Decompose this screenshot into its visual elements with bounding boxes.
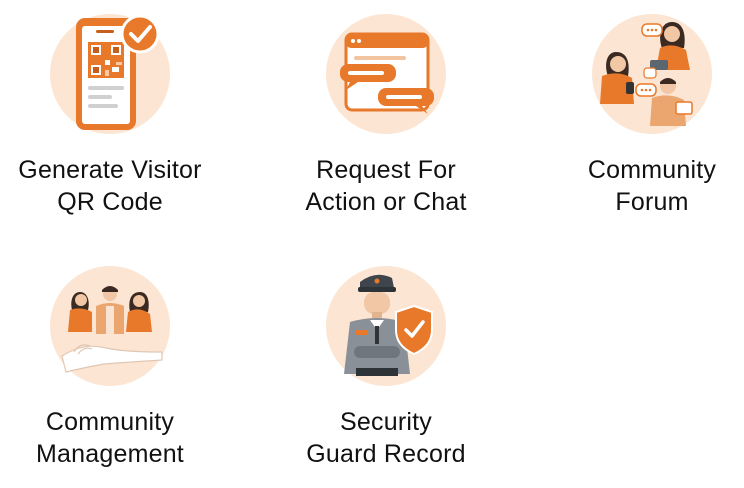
- feature-label-line1: Security: [340, 408, 432, 436]
- feature-label-line2: QR Code: [57, 188, 163, 216]
- feature-label: Generate Visitor QR Code: [0, 154, 234, 218]
- feature-label: Community Management: [0, 406, 234, 470]
- feature-label: Security Guard Record: [262, 406, 510, 470]
- feature-community-management[interactable]: Community Management: [0, 256, 234, 470]
- feature-label-line1: Community: [587, 156, 717, 184]
- community-hands-icon: [44, 256, 176, 388]
- feature-label-line1: Community: [45, 408, 175, 436]
- feature-label: Community Forum: [528, 154, 744, 218]
- feature-label-line2: Forum: [615, 188, 689, 216]
- qr-phone-icon: [44, 4, 176, 136]
- feature-label-line1: Request For: [316, 156, 456, 184]
- feature-label-line2: Management: [36, 440, 184, 468]
- security-guard-icon: [320, 256, 452, 388]
- forum-people-icon: [586, 4, 718, 136]
- feature-security-guard-record[interactable]: Security Guard Record: [262, 256, 510, 470]
- feature-label-line2: Guard Record: [306, 440, 466, 468]
- feature-generate-visitor-qr[interactable]: Generate Visitor QR Code: [0, 4, 234, 218]
- feature-label: Request For Action or Chat: [262, 154, 510, 218]
- feature-community-forum[interactable]: Community Forum: [528, 4, 744, 218]
- feature-label-line2: Action or Chat: [305, 188, 467, 216]
- feature-request-chat[interactable]: Request For Action or Chat: [262, 4, 510, 218]
- chat-window-icon: [320, 4, 452, 136]
- feature-label-line1: Generate Visitor: [18, 156, 202, 184]
